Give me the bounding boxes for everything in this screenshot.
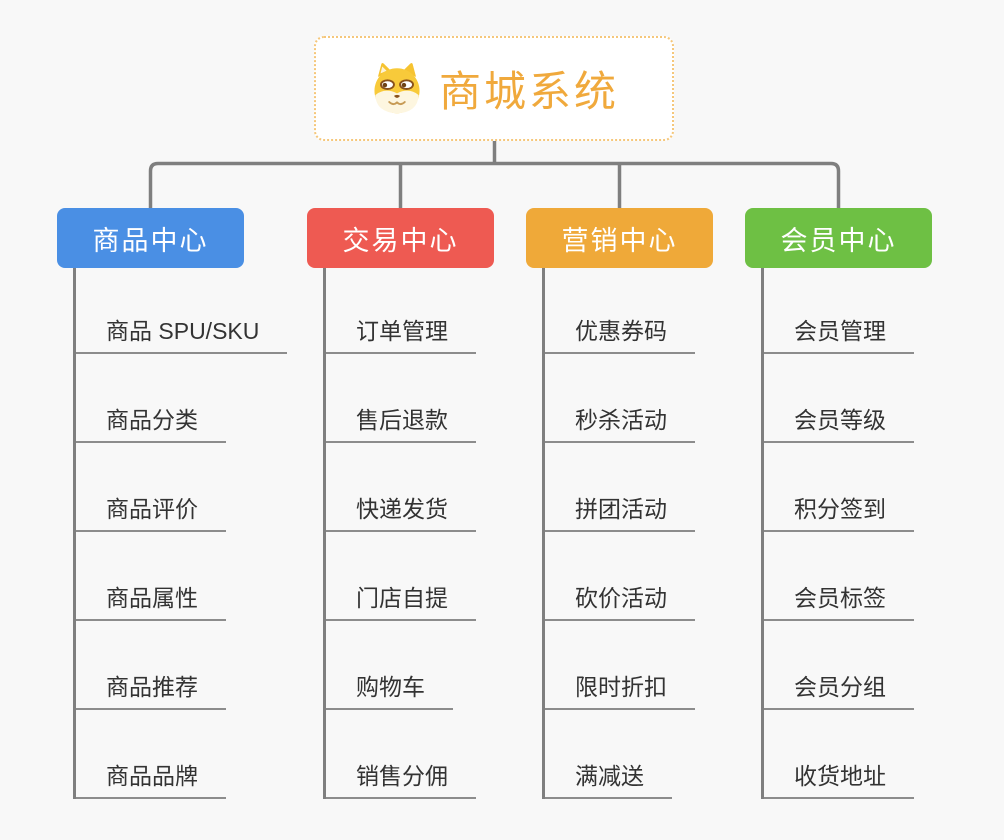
branch-trade-center: 交易中心 订单管理 售后退款 快递发货 门店自提 购物车 销售分佣 <box>307 208 494 799</box>
leaf-node[interactable]: 限时折扣 <box>545 668 695 710</box>
branch-header-trade-center[interactable]: 交易中心 <box>307 208 494 268</box>
leaf-node[interactable]: 拼团活动 <box>545 490 695 532</box>
leaf-node[interactable]: 售后退款 <box>326 401 476 443</box>
branch-label: 会员中心 <box>780 225 897 256</box>
dog-face-icon <box>369 62 425 115</box>
leaf-node[interactable]: 购物车 <box>326 668 453 710</box>
leaf-node[interactable]: 订单管理 <box>326 312 476 354</box>
leaf-node[interactable]: 优惠券码 <box>545 312 695 354</box>
branch-label: 营销中心 <box>561 225 678 256</box>
branch-children-member: 会员管理 会员等级 积分签到 会员标签 会员分组 收货地址 <box>761 268 914 799</box>
root-title: 商城系统 <box>438 68 619 115</box>
leaf-node[interactable]: 门店自提 <box>326 579 476 621</box>
leaf-node[interactable]: 积分签到 <box>764 490 914 532</box>
leaf-node[interactable]: 满减送 <box>545 757 672 799</box>
leaf-node[interactable]: 商品属性 <box>76 579 226 621</box>
leaf-node[interactable]: 商品推荐 <box>76 668 226 710</box>
branch-header-product-center[interactable]: 商品中心 <box>57 208 244 268</box>
branch-children-trade: 订单管理 售后退款 快递发货 门店自提 购物车 销售分佣 <box>323 268 476 799</box>
leaf-node[interactable]: 会员等级 <box>764 401 914 443</box>
branch-header-marketing-center[interactable]: 营销中心 <box>526 208 713 268</box>
leaf-node[interactable]: 收货地址 <box>764 757 914 799</box>
leaf-node[interactable]: 秒杀活动 <box>545 401 695 443</box>
leaf-node[interactable]: 商品分类 <box>76 401 226 443</box>
root-node[interactable]: 商城系统 <box>314 36 674 141</box>
leaf-node[interactable]: 商品 SPU/SKU <box>76 312 288 354</box>
leaf-node[interactable]: 会员标签 <box>764 579 914 621</box>
branch-marketing-center: 营销中心 优惠券码 秒杀活动 拼团活动 砍价活动 限时折扣 满减送 <box>526 208 713 799</box>
branch-member-center: 会员中心 会员管理 会员等级 积分签到 会员标签 会员分组 收货地址 <box>745 208 932 799</box>
leaf-node[interactable]: 商品品牌 <box>76 757 226 799</box>
branch-children-marketing: 优惠券码 秒杀活动 拼团活动 砍价活动 限时折扣 满减送 <box>542 268 695 799</box>
leaf-node[interactable]: 快递发货 <box>326 490 476 532</box>
leaf-node[interactable]: 砍价活动 <box>545 579 695 621</box>
branch-product-center: 商品中心 商品 SPU/SKU 商品分类 商品评价 商品属性 商品推荐 商品品牌 <box>57 208 288 799</box>
branch-children-product: 商品 SPU/SKU 商品分类 商品评价 商品属性 商品推荐 商品品牌 <box>73 268 288 799</box>
branch-label: 交易中心 <box>342 225 459 256</box>
leaf-node[interactable]: 会员分组 <box>764 668 914 710</box>
leaf-node[interactable]: 会员管理 <box>764 312 914 354</box>
branch-rail-line <box>148 161 841 208</box>
branch-label: 商品中心 <box>92 225 209 256</box>
leaf-node[interactable]: 商品评价 <box>76 490 226 532</box>
branch-header-member-center[interactable]: 会员中心 <box>745 208 932 268</box>
leaf-node[interactable]: 销售分佣 <box>326 757 476 799</box>
